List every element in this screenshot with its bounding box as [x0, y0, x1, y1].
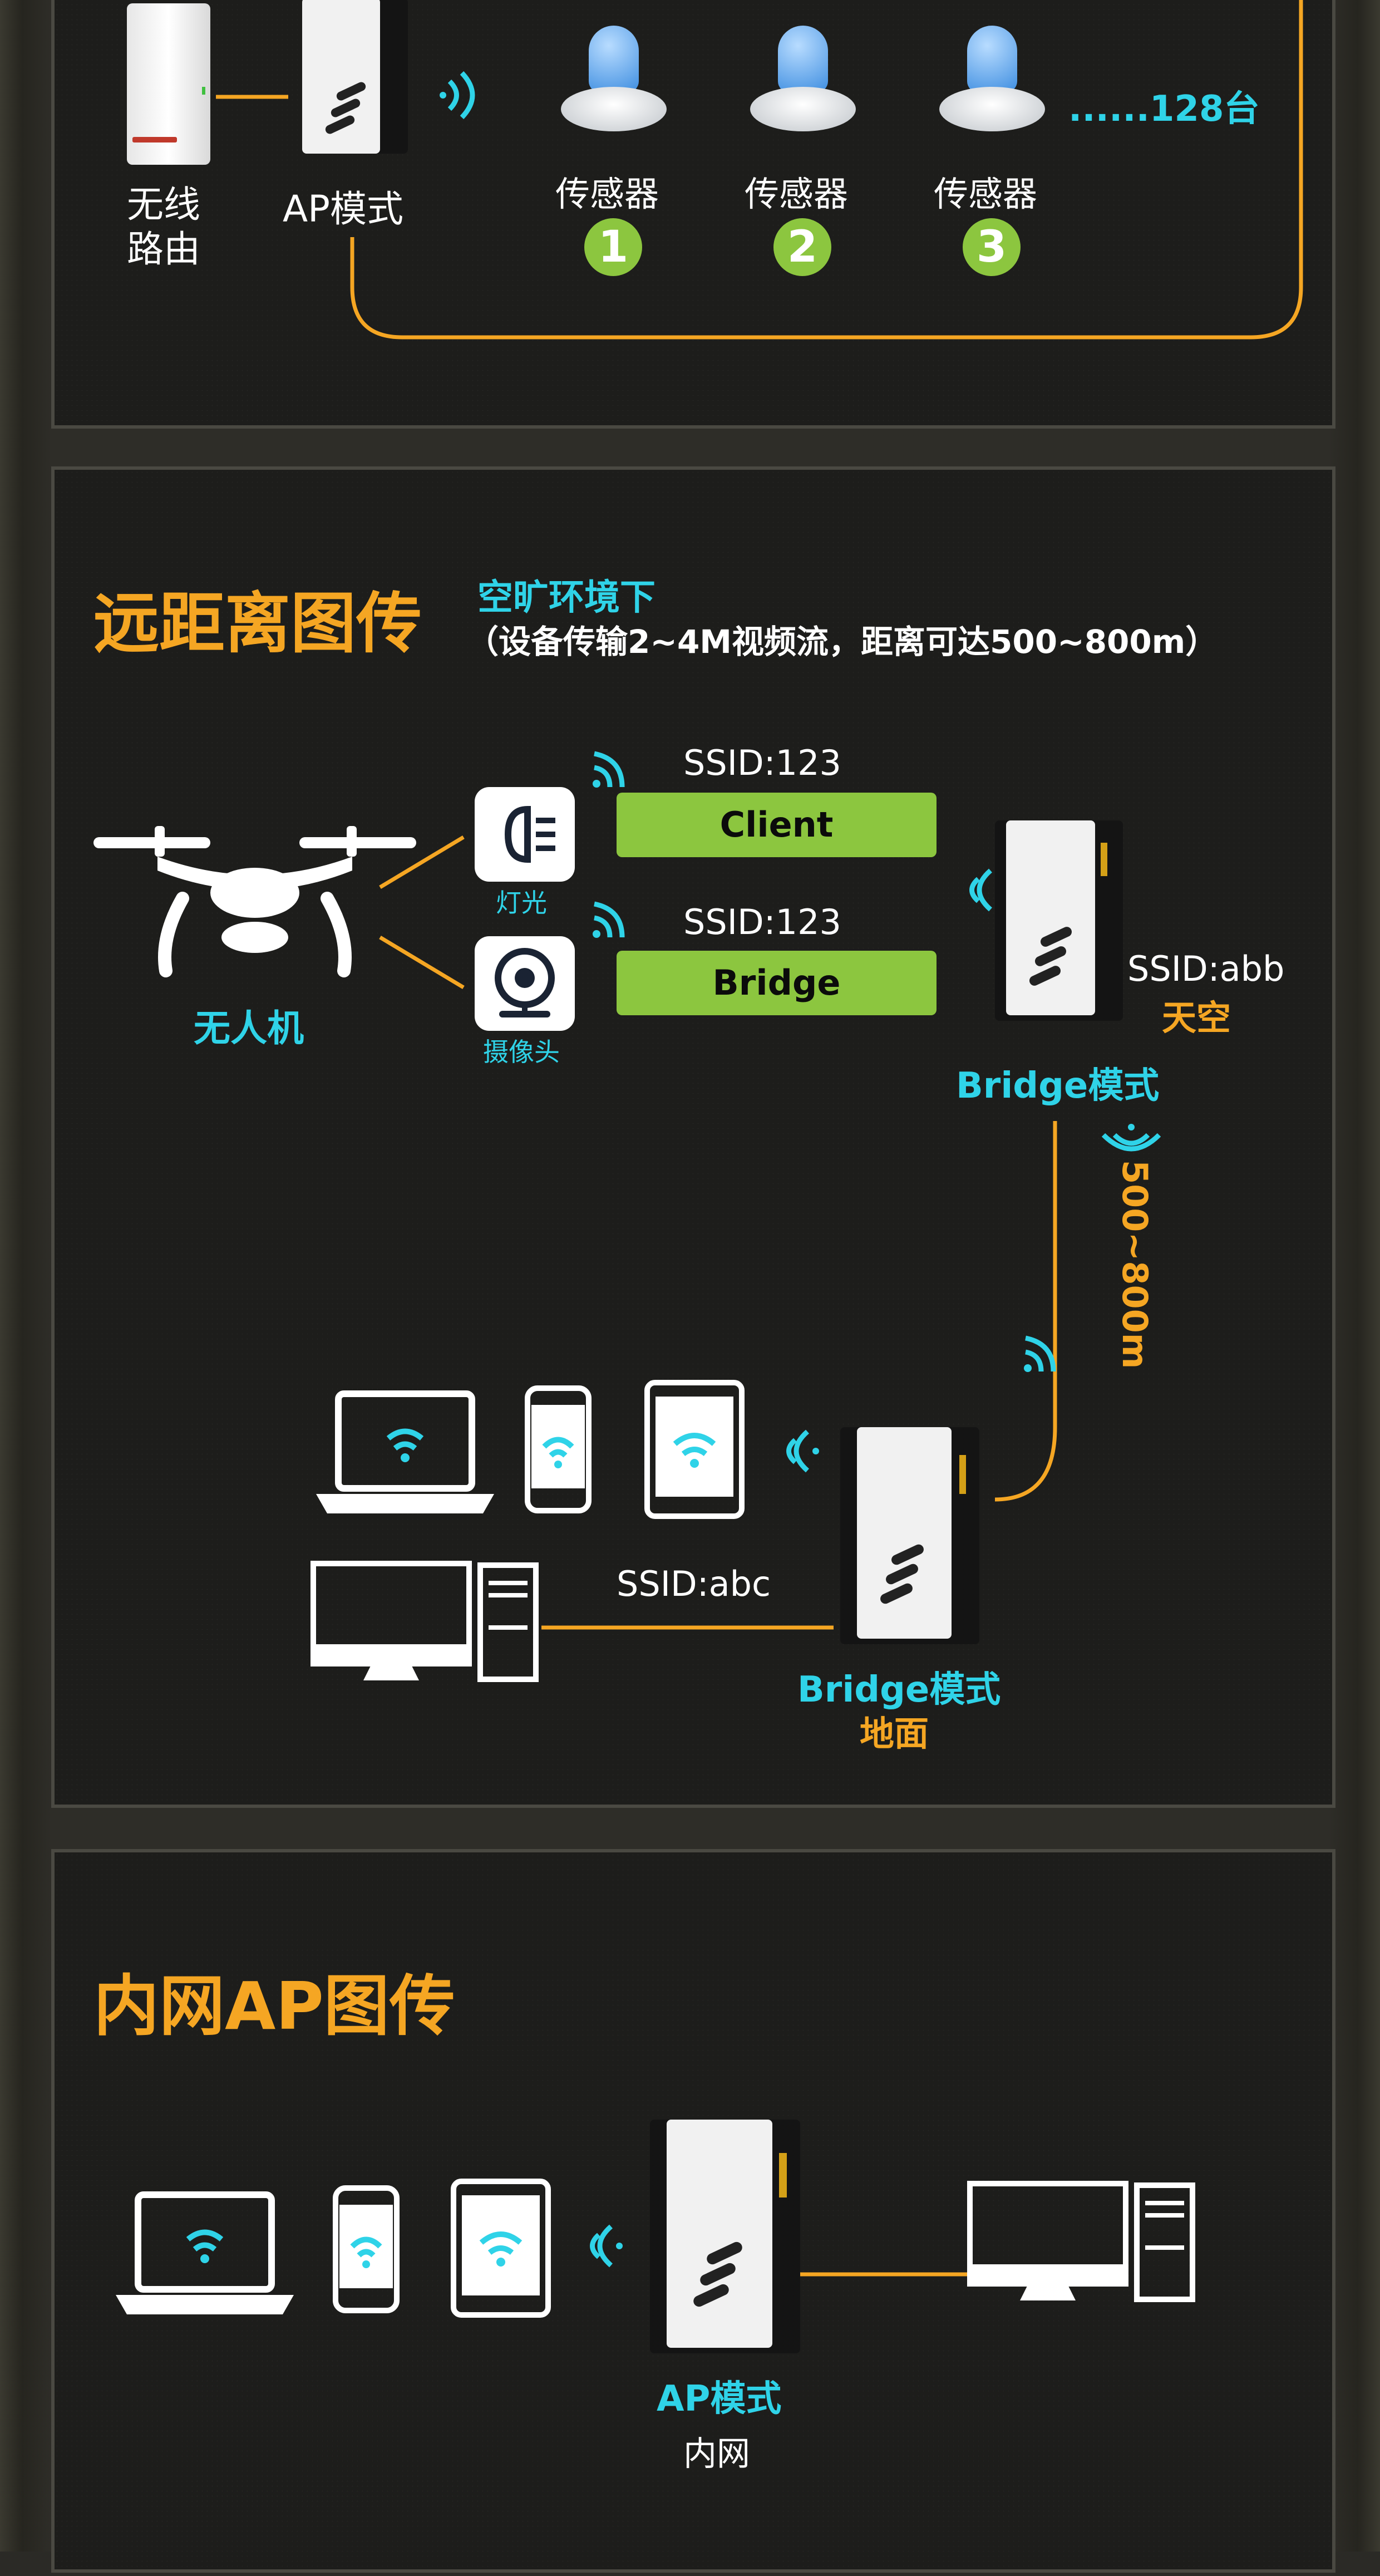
router-label-2: 路由 — [127, 228, 200, 271]
section-subtitle: 空旷环境下 — [477, 577, 655, 618]
ground-label: 地面 — [860, 1713, 929, 1754]
bridge-device-ground-icon — [840, 1427, 979, 1644]
router-label-1: 无线 — [127, 183, 200, 226]
connection-lines — [379, 835, 1057, 1630]
sensor-icon — [750, 26, 856, 148]
lan-label: 内网 — [683, 2435, 750, 2474]
sensor-label: 传感器 — [934, 174, 1038, 214]
tablet-icon — [644, 1380, 745, 1519]
section-title: 内网AP图传 — [93, 1968, 455, 2044]
ground-ssid-label: SSID:abc — [617, 1564, 771, 1604]
sensor-network-panel: 无线 路由 AP模式 传感器 1 传感器 2 传感器 3 — [51, 0, 1335, 429]
wifi-signal-icon — [440, 71, 475, 120]
section-note: （设备传输2~4M视频流，距离可达500~800m） — [466, 623, 1218, 661]
ap-device-icon — [650, 2120, 800, 2353]
sky-label: 天空 — [1162, 997, 1231, 1038]
wifi-signal-icon — [1101, 1124, 1161, 1152]
tablet-icon — [451, 2179, 551, 2318]
laptop-icon — [116, 2191, 294, 2314]
bridge-mode-ground-label: Bridge模式 — [797, 1669, 1001, 1710]
wifi-signal-icon — [969, 868, 1002, 912]
bridge-device-sky-icon — [995, 820, 1123, 1021]
sensor-1: 传感器 1 — [555, 14, 672, 276]
bridge-mode-sky-label: Bridge模式 — [956, 1065, 1160, 1107]
wifi-signal-icon — [786, 1429, 819, 1473]
light-label: 灯光 — [496, 888, 547, 918]
sensor-2: 传感器 2 — [745, 14, 861, 276]
sensor-number: 1 — [584, 218, 642, 276]
lan-ap-panel: 内网AP图传 AP模式 内网 — [51, 1849, 1335, 2573]
wifi-signal-icon — [1024, 1335, 1056, 1372]
sensor-icon — [939, 26, 1045, 148]
sky-ssid-label: SSID:abb — [1127, 948, 1285, 989]
desktop-computer-icon — [310, 1561, 539, 1682]
desktop-computer-icon — [967, 2181, 1195, 2302]
ap-mode-label: AP模式 — [657, 2378, 782, 2420]
ssid-bridge: SSID:123 — [683, 902, 841, 942]
drone-label: 无人机 — [194, 1007, 304, 1050]
wifi-signal-icon — [590, 2224, 623, 2268]
wireless-router-icon — [127, 3, 210, 165]
sensor-number: 3 — [963, 218, 1021, 276]
laptop-icon — [316, 1390, 494, 1513]
ap-device-icon — [302, 0, 408, 154]
phone-icon — [333, 2185, 400, 2313]
client-mode-button: Client — [617, 793, 937, 857]
sensor-3: 传感器 3 — [934, 14, 1051, 276]
sensor-label: 传感器 — [555, 174, 659, 214]
distance-label: 500~800m — [1115, 1160, 1155, 1369]
sensor-icon — [561, 26, 667, 148]
wifi-signal-icon — [593, 901, 625, 938]
drone-icon — [93, 826, 416, 977]
long-range-panel: 远距离图传 空旷环境下 （设备传输2~4M视频流，距离可达500~800m） 无… — [51, 466, 1335, 1808]
camera-icon — [475, 936, 575, 1031]
light-icon — [475, 787, 575, 882]
bridge-mode-button: Bridge — [617, 951, 937, 1015]
phone-icon — [525, 1385, 592, 1513]
sensor-label: 传感器 — [745, 174, 849, 214]
ssid-client: SSID:123 — [683, 743, 841, 783]
section-title: 远距离图传 — [93, 585, 422, 662]
sensor-count-label: ......128台 — [1068, 89, 1260, 130]
camera-label: 摄像头 — [483, 1037, 560, 1067]
ap-sensor-connection-line — [216, 0, 1303, 340]
wifi-signal-icon — [593, 751, 625, 788]
sensor-number: 2 — [773, 218, 831, 276]
connection-lines — [800, 2272, 967, 2277]
ap-mode-label: AP模式 — [283, 188, 403, 230]
